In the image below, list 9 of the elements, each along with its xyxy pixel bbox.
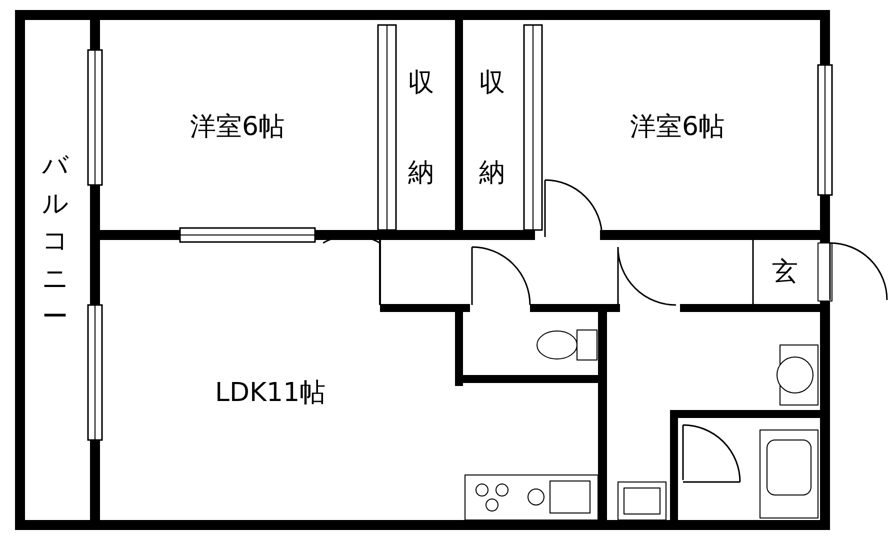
room-label: 収 (408, 70, 434, 96)
room-label: 玄 (772, 259, 798, 285)
room-label: LDK11帖 (215, 380, 326, 406)
room-label: 収 (479, 70, 505, 96)
room-label: 納 (408, 160, 434, 186)
room-label: 洋室6帖 (630, 114, 725, 140)
room-label: 納 (479, 160, 505, 186)
room-label: バルコニー (42, 150, 68, 334)
room-label: 洋室6帖 (190, 114, 285, 140)
